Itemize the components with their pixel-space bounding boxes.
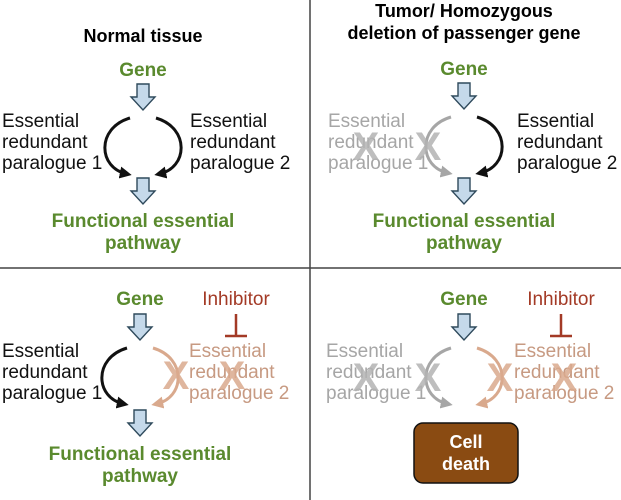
- down-arrow-icon: [126, 313, 154, 342]
- svg-text:Functional essential: Functional essential: [49, 444, 232, 465]
- svg-text:Essential: Essential: [190, 111, 267, 132]
- panel-tumor-with-inhibitor: Gene Inhibitor Essential redundant paral…: [326, 289, 614, 484]
- gene-label: Gene: [440, 289, 488, 310]
- svg-text:paralogue 2: paralogue 2: [190, 153, 290, 174]
- pathway-label: Functional essential pathway: [373, 211, 556, 254]
- down-arrow-icon: [450, 177, 478, 206]
- paralogue-1-label: Essential redundant paralogue 1: [2, 341, 102, 404]
- cell-death-label: Cell death: [442, 432, 490, 474]
- svg-text:redundant: redundant: [190, 132, 276, 153]
- x-mark-icon: X: [487, 356, 514, 400]
- svg-text:paralogue 1: paralogue 1: [326, 383, 426, 404]
- paralogue-1-label: Essential redundant paralogue 1: [2, 111, 102, 174]
- svg-text:Essential: Essential: [326, 341, 403, 362]
- x-mark-icon: X: [219, 354, 246, 398]
- svg-text:paralogue 2: paralogue 2: [189, 383, 289, 404]
- svg-text:Essential: Essential: [514, 341, 591, 362]
- paralogue-1-arc: [100, 346, 129, 409]
- paralogue-2-label-inhibited: Essential redundant paralogue 2: [514, 341, 614, 404]
- svg-text:paralogue 2: paralogue 2: [514, 383, 614, 404]
- panel-normal-with-inhibitor: Gene Inhibitor Essential redundant paral…: [2, 289, 289, 487]
- paralogue-2-label: Essential redundant paralogue 2: [190, 111, 290, 174]
- x-mark-icon: X: [551, 356, 578, 400]
- svg-text:redundant: redundant: [326, 362, 412, 383]
- svg-text:Essential: Essential: [2, 111, 79, 132]
- svg-text:redundant: redundant: [514, 362, 600, 383]
- down-arrow-icon: [450, 82, 478, 111]
- panel-title: Tumor/ Homozygous deletion of passenger …: [347, 1, 580, 43]
- x-mark-icon: X: [353, 356, 380, 400]
- svg-text:Functional essential: Functional essential: [52, 211, 235, 232]
- svg-text:redundant: redundant: [2, 132, 88, 153]
- down-arrow-icon: [126, 409, 154, 438]
- svg-text:Essential: Essential: [328, 111, 405, 132]
- paralogue-2-arc: [475, 115, 504, 178]
- svg-text:redundant: redundant: [517, 132, 603, 153]
- x-mark-icon: X: [415, 356, 442, 400]
- svg-text:pathway: pathway: [105, 233, 181, 254]
- paralogue-1-arc-deleted: [424, 346, 453, 409]
- inhibitor-label: Inhibitor: [202, 289, 270, 310]
- panel-normal-tissue: Normal tissue Gene Essential redundant p…: [2, 26, 290, 254]
- svg-text:Essential: Essential: [2, 341, 79, 362]
- paralogue-1-arc-deleted: [424, 115, 453, 178]
- panel-tumor-deletion: Tumor/ Homozygous deletion of passenger …: [328, 1, 617, 254]
- svg-text:Cell: Cell: [449, 432, 482, 452]
- paralogue-2-label-inhibited: Essential redundant paralogue 2: [189, 341, 289, 404]
- paralogue-2-arc: [154, 116, 183, 179]
- svg-text:Functional essential: Functional essential: [373, 211, 556, 232]
- paralogue-1-arc: [103, 116, 132, 179]
- paralogue-2-arc-inhibited: [151, 346, 180, 409]
- svg-text:paralogue 1: paralogue 1: [2, 383, 102, 404]
- svg-text:deletion of passenger gene: deletion of passenger gene: [347, 23, 580, 43]
- paralogue-1-label-deleted: Essential redundant paralogue 1: [326, 341, 426, 404]
- pathway-label: Functional essential pathway: [52, 211, 235, 254]
- gene-label: Gene: [116, 289, 164, 310]
- paralogue-1-label-deleted: Essential redundant paralogue 1: [328, 111, 428, 174]
- down-arrow-icon: [450, 313, 478, 342]
- svg-text:paralogue 1: paralogue 1: [2, 153, 102, 174]
- svg-text:Tumor/ Homozygous: Tumor/ Homozygous: [375, 1, 553, 21]
- inhibitor-label: Inhibitor: [527, 289, 595, 310]
- svg-text:redundant: redundant: [189, 362, 275, 383]
- down-arrow-icon: [129, 83, 157, 112]
- x-mark-icon: X: [163, 354, 190, 398]
- svg-text:redundant: redundant: [2, 362, 88, 383]
- svg-text:Essential: Essential: [189, 341, 266, 362]
- x-mark-icon: X: [415, 125, 442, 169]
- svg-text:paralogue 1: paralogue 1: [328, 153, 428, 174]
- cell-death-box: [413, 422, 519, 484]
- down-arrow-icon: [129, 177, 157, 206]
- svg-text:Essential: Essential: [517, 111, 594, 132]
- paralogue-2-arc-inhibited: [475, 346, 504, 409]
- gene-label: Gene: [119, 60, 167, 81]
- svg-text:pathway: pathway: [426, 233, 502, 254]
- pathway-label: Functional essential pathway: [49, 444, 232, 487]
- gene-label: Gene: [440, 59, 488, 80]
- panel-title: Normal tissue: [83, 26, 202, 46]
- paralogue-2-label: Essential redundant paralogue 2: [517, 111, 617, 174]
- svg-text:redundant: redundant: [328, 132, 414, 153]
- svg-text:pathway: pathway: [102, 466, 178, 487]
- svg-text:paralogue 2: paralogue 2: [517, 153, 617, 174]
- x-mark-icon: X: [353, 125, 380, 169]
- svg-text:death: death: [442, 454, 490, 474]
